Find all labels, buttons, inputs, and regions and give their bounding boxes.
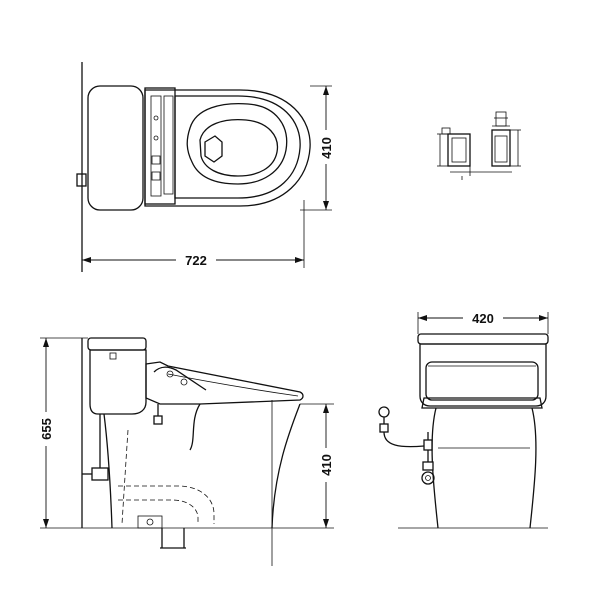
side-flange bbox=[137, 515, 163, 529]
side-lid-hinge bbox=[153, 366, 207, 391]
front-seat-lid bbox=[425, 361, 539, 401]
side-seat-label: 410 bbox=[319, 454, 334, 476]
top-length-label: 722 bbox=[185, 253, 207, 268]
side-flush-button bbox=[109, 352, 117, 360]
side-view: 655 410 bbox=[36, 337, 336, 566]
top-depth-label: 410 bbox=[319, 137, 334, 159]
front-bowl bbox=[431, 407, 537, 529]
detail-inner bbox=[451, 137, 467, 163]
side-seat-line bbox=[167, 373, 299, 397]
dim-arrow bbox=[323, 201, 329, 210]
top-drain bbox=[204, 135, 223, 163]
dim-label-bg bbox=[463, 309, 503, 327]
top-panel-strip bbox=[163, 95, 174, 195]
front-seat-base bbox=[421, 397, 543, 409]
dim-label-bg bbox=[176, 251, 216, 269]
dim-arrow bbox=[418, 315, 427, 321]
dim-arrow bbox=[43, 338, 49, 347]
dim-arrow bbox=[82, 257, 91, 263]
side-valve bbox=[91, 467, 109, 481]
front-valve-knob-center bbox=[425, 475, 431, 481]
top-panel-button bbox=[153, 115, 159, 121]
front-valve-top bbox=[423, 439, 433, 451]
detail-front-block bbox=[491, 129, 511, 167]
front-view: 420 bbox=[378, 309, 549, 529]
top-bowl-inner bbox=[199, 118, 279, 177]
top-panel-button bbox=[151, 155, 161, 165]
front-tank-lid bbox=[417, 333, 549, 345]
side-seat-unit bbox=[145, 361, 304, 405]
detail-front-inner bbox=[494, 135, 508, 163]
detail-block bbox=[447, 133, 471, 167]
side-flange-bolt bbox=[146, 518, 154, 526]
dim-arrow bbox=[323, 404, 329, 413]
dim-arrow bbox=[43, 519, 49, 528]
dim-arrow bbox=[323, 519, 329, 528]
top-valve bbox=[76, 173, 87, 187]
front-width-label: 420 bbox=[472, 311, 494, 326]
dim-arrow bbox=[323, 86, 329, 95]
side-height-label: 655 bbox=[39, 418, 54, 440]
front-hose-fitting bbox=[379, 423, 389, 433]
front-hose-curve bbox=[383, 431, 425, 448]
side-tank bbox=[89, 349, 147, 415]
top-panel-button bbox=[153, 135, 159, 141]
front-tank bbox=[419, 343, 547, 407]
top-control-panel bbox=[144, 87, 176, 205]
dim-arrow bbox=[539, 315, 548, 321]
top-seat-opening bbox=[186, 102, 288, 185]
top-bowl-outer bbox=[144, 89, 311, 207]
side-seat-valve-body bbox=[153, 415, 163, 425]
dim-arrow bbox=[295, 257, 304, 263]
side-trap-dash bbox=[118, 485, 215, 524]
dim-label-bg bbox=[316, 130, 336, 164]
front-valve-body bbox=[422, 461, 434, 471]
top-view: 410 722 bbox=[76, 62, 336, 272]
dim-label-bg bbox=[36, 412, 56, 446]
side-bowl-trap bbox=[189, 403, 201, 451]
detail-top-plug bbox=[495, 111, 507, 127]
detail-tab bbox=[441, 127, 451, 135]
front-valve-knob bbox=[421, 471, 435, 485]
side-hinge-pin bbox=[180, 378, 188, 386]
dim-label-bg bbox=[316, 448, 336, 482]
side-tank-lid bbox=[87, 337, 147, 351]
top-tank bbox=[87, 85, 144, 211]
top-seat bbox=[174, 95, 301, 199]
side-trap-dash bbox=[118, 499, 199, 524]
front-hose-ring bbox=[378, 406, 390, 418]
top-panel-inner bbox=[150, 95, 162, 197]
detail-view-side bbox=[437, 127, 490, 180]
detail-view-front bbox=[490, 111, 521, 173]
side-bowl-body bbox=[103, 403, 301, 529]
top-panel-button bbox=[151, 171, 161, 181]
side-trap-dash bbox=[121, 429, 129, 525]
side-hinge-pin bbox=[166, 370, 174, 378]
